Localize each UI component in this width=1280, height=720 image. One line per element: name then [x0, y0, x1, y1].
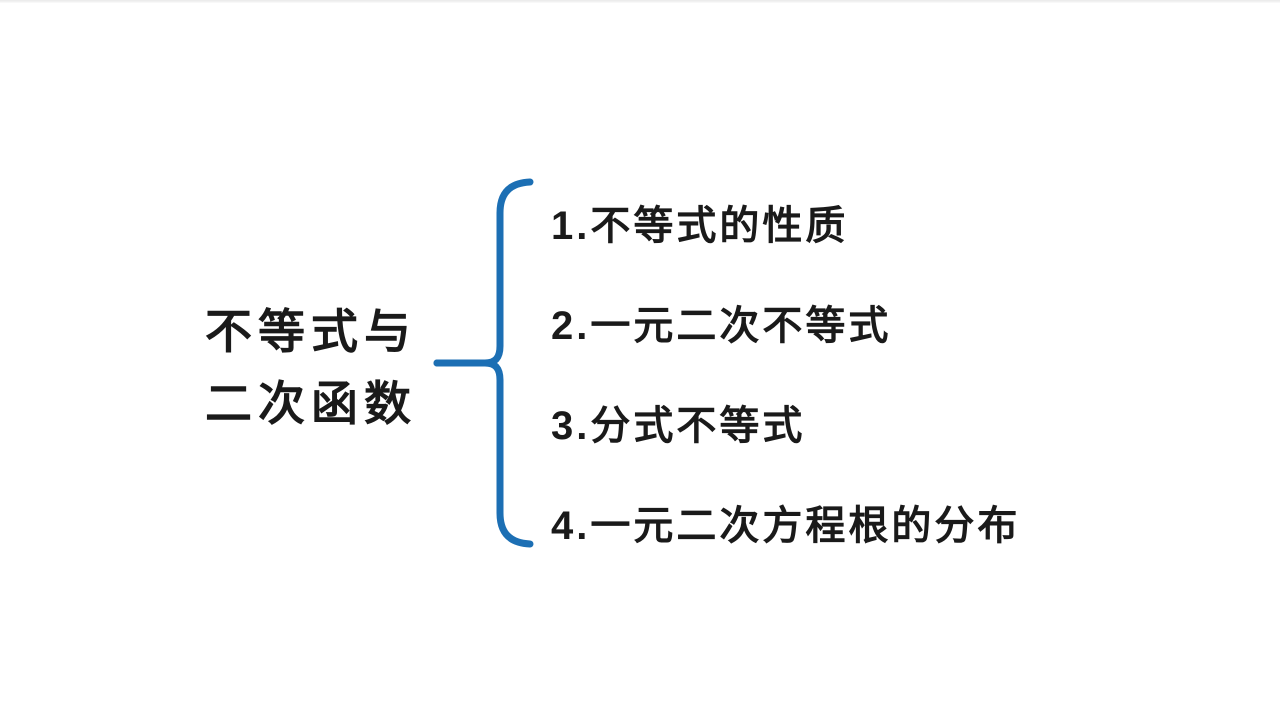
subtopic-label-1: 1.不等式的性质 [551, 204, 849, 248]
list-item[interactable]: 3.分式不等式 [551, 376, 1251, 476]
top-hairline [0, 0, 1280, 3]
subtopic-label-2: 2.一元二次不等式 [551, 304, 892, 348]
curly-brace-icon [433, 178, 534, 548]
subtopic-list: 1.不等式的性质 2.一元二次不等式 3.分式不等式 4.一元二次方程根的分布 [551, 176, 1251, 576]
list-item[interactable]: 4.一元二次方程根的分布 [551, 476, 1251, 576]
root-topic-title-line-2: 二次函数 [205, 377, 417, 430]
list-item[interactable]: 1.不等式的性质 [551, 176, 1251, 276]
list-item[interactable]: 2.一元二次不等式 [551, 276, 1251, 376]
subtopic-label-4: 4.一元二次方程根的分布 [551, 504, 1021, 548]
curly-brace-connector [430, 165, 545, 555]
root-topic-title: 不等式与 二次函数 [205, 296, 435, 440]
subtopic-label-3: 3.分式不等式 [551, 404, 806, 448]
root-topic-title-line-1: 不等式与 [205, 305, 417, 358]
